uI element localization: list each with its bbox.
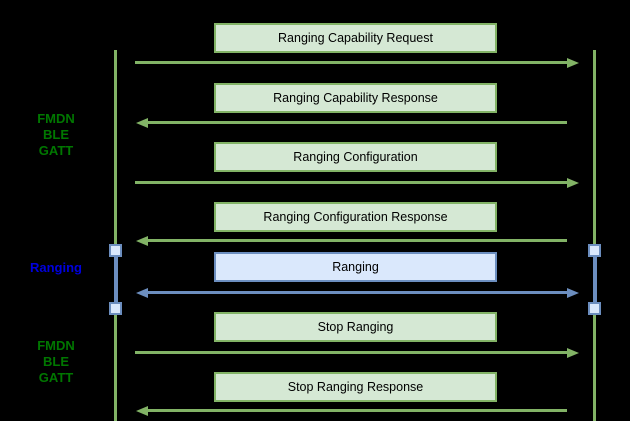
- arrowhead-left-icon: [136, 117, 148, 128]
- arrow-line: [145, 291, 570, 294]
- lifeline-right: [593, 50, 596, 421]
- arrowhead-left-icon: [136, 287, 148, 298]
- arrowhead-right-icon: [567, 177, 579, 188]
- message-label: Ranging Configuration: [293, 150, 418, 164]
- message-box: Stop Ranging: [214, 312, 497, 342]
- activation-marker: [588, 244, 601, 257]
- phase-label-line: GATT: [38, 370, 74, 385]
- arrowhead-right-icon: [567, 347, 579, 358]
- message-label: Stop Ranging: [317, 320, 394, 334]
- message-label: Ranging Configuration Response: [263, 210, 448, 224]
- arrow-line: [135, 181, 570, 184]
- phase-label-line: FMDN: [37, 338, 75, 353]
- lifeline-left-ranging-segment: [113, 250, 118, 310]
- message-arrow: [135, 57, 579, 68]
- arrow-line: [135, 61, 570, 64]
- arrow-line: [145, 121, 567, 124]
- arrowhead-right-icon: [567, 57, 579, 68]
- phase-label-fmdn-ble-gatt-bottom: FMDN BLE GATT: [6, 338, 106, 386]
- message-arrow: [135, 347, 579, 358]
- phase-label-line: BLE: [43, 127, 69, 142]
- lifeline-left: [114, 50, 117, 421]
- phase-label-line: FMDN: [37, 111, 75, 126]
- message-label: Stop Ranging Response: [287, 380, 424, 394]
- message-label: Ranging: [332, 260, 379, 274]
- message-box: Ranging Configuration Response: [214, 202, 497, 232]
- phase-label-ranging: Ranging: [6, 260, 106, 276]
- message-box: Ranging Configuration: [214, 142, 497, 172]
- phase-label-line: BLE: [43, 354, 69, 369]
- message-label: Ranging Capability Request: [278, 31, 433, 45]
- message-box: Ranging Capability Request: [214, 23, 497, 53]
- phase-label-line: Ranging: [30, 260, 82, 275]
- message-arrow: [135, 177, 579, 188]
- arrow-line: [135, 351, 570, 354]
- phase-label-line: GATT: [38, 143, 74, 158]
- lifeline-right-ranging-segment: [592, 250, 597, 310]
- arrowhead-left-icon: [136, 405, 148, 416]
- message-box: Ranging Capability Response: [214, 83, 497, 113]
- activation-marker: [588, 302, 601, 315]
- arrow-line: [145, 239, 567, 242]
- message-arrow: [136, 117, 567, 128]
- phase-label-fmdn-ble-gatt-top: FMDN BLE GATT: [6, 111, 106, 159]
- arrowhead-right-icon: [567, 287, 579, 298]
- activation-marker: [109, 302, 122, 315]
- message-box: Stop Ranging Response: [214, 372, 497, 402]
- message-arrow: [136, 405, 567, 416]
- message-label: Ranging Capability Response: [273, 91, 438, 105]
- activation-marker: [109, 244, 122, 257]
- arrow-line: [145, 409, 567, 412]
- arrowhead-left-icon: [136, 235, 148, 246]
- message-box: Ranging: [214, 252, 497, 282]
- message-arrow: [136, 235, 567, 246]
- message-arrow: [136, 287, 579, 298]
